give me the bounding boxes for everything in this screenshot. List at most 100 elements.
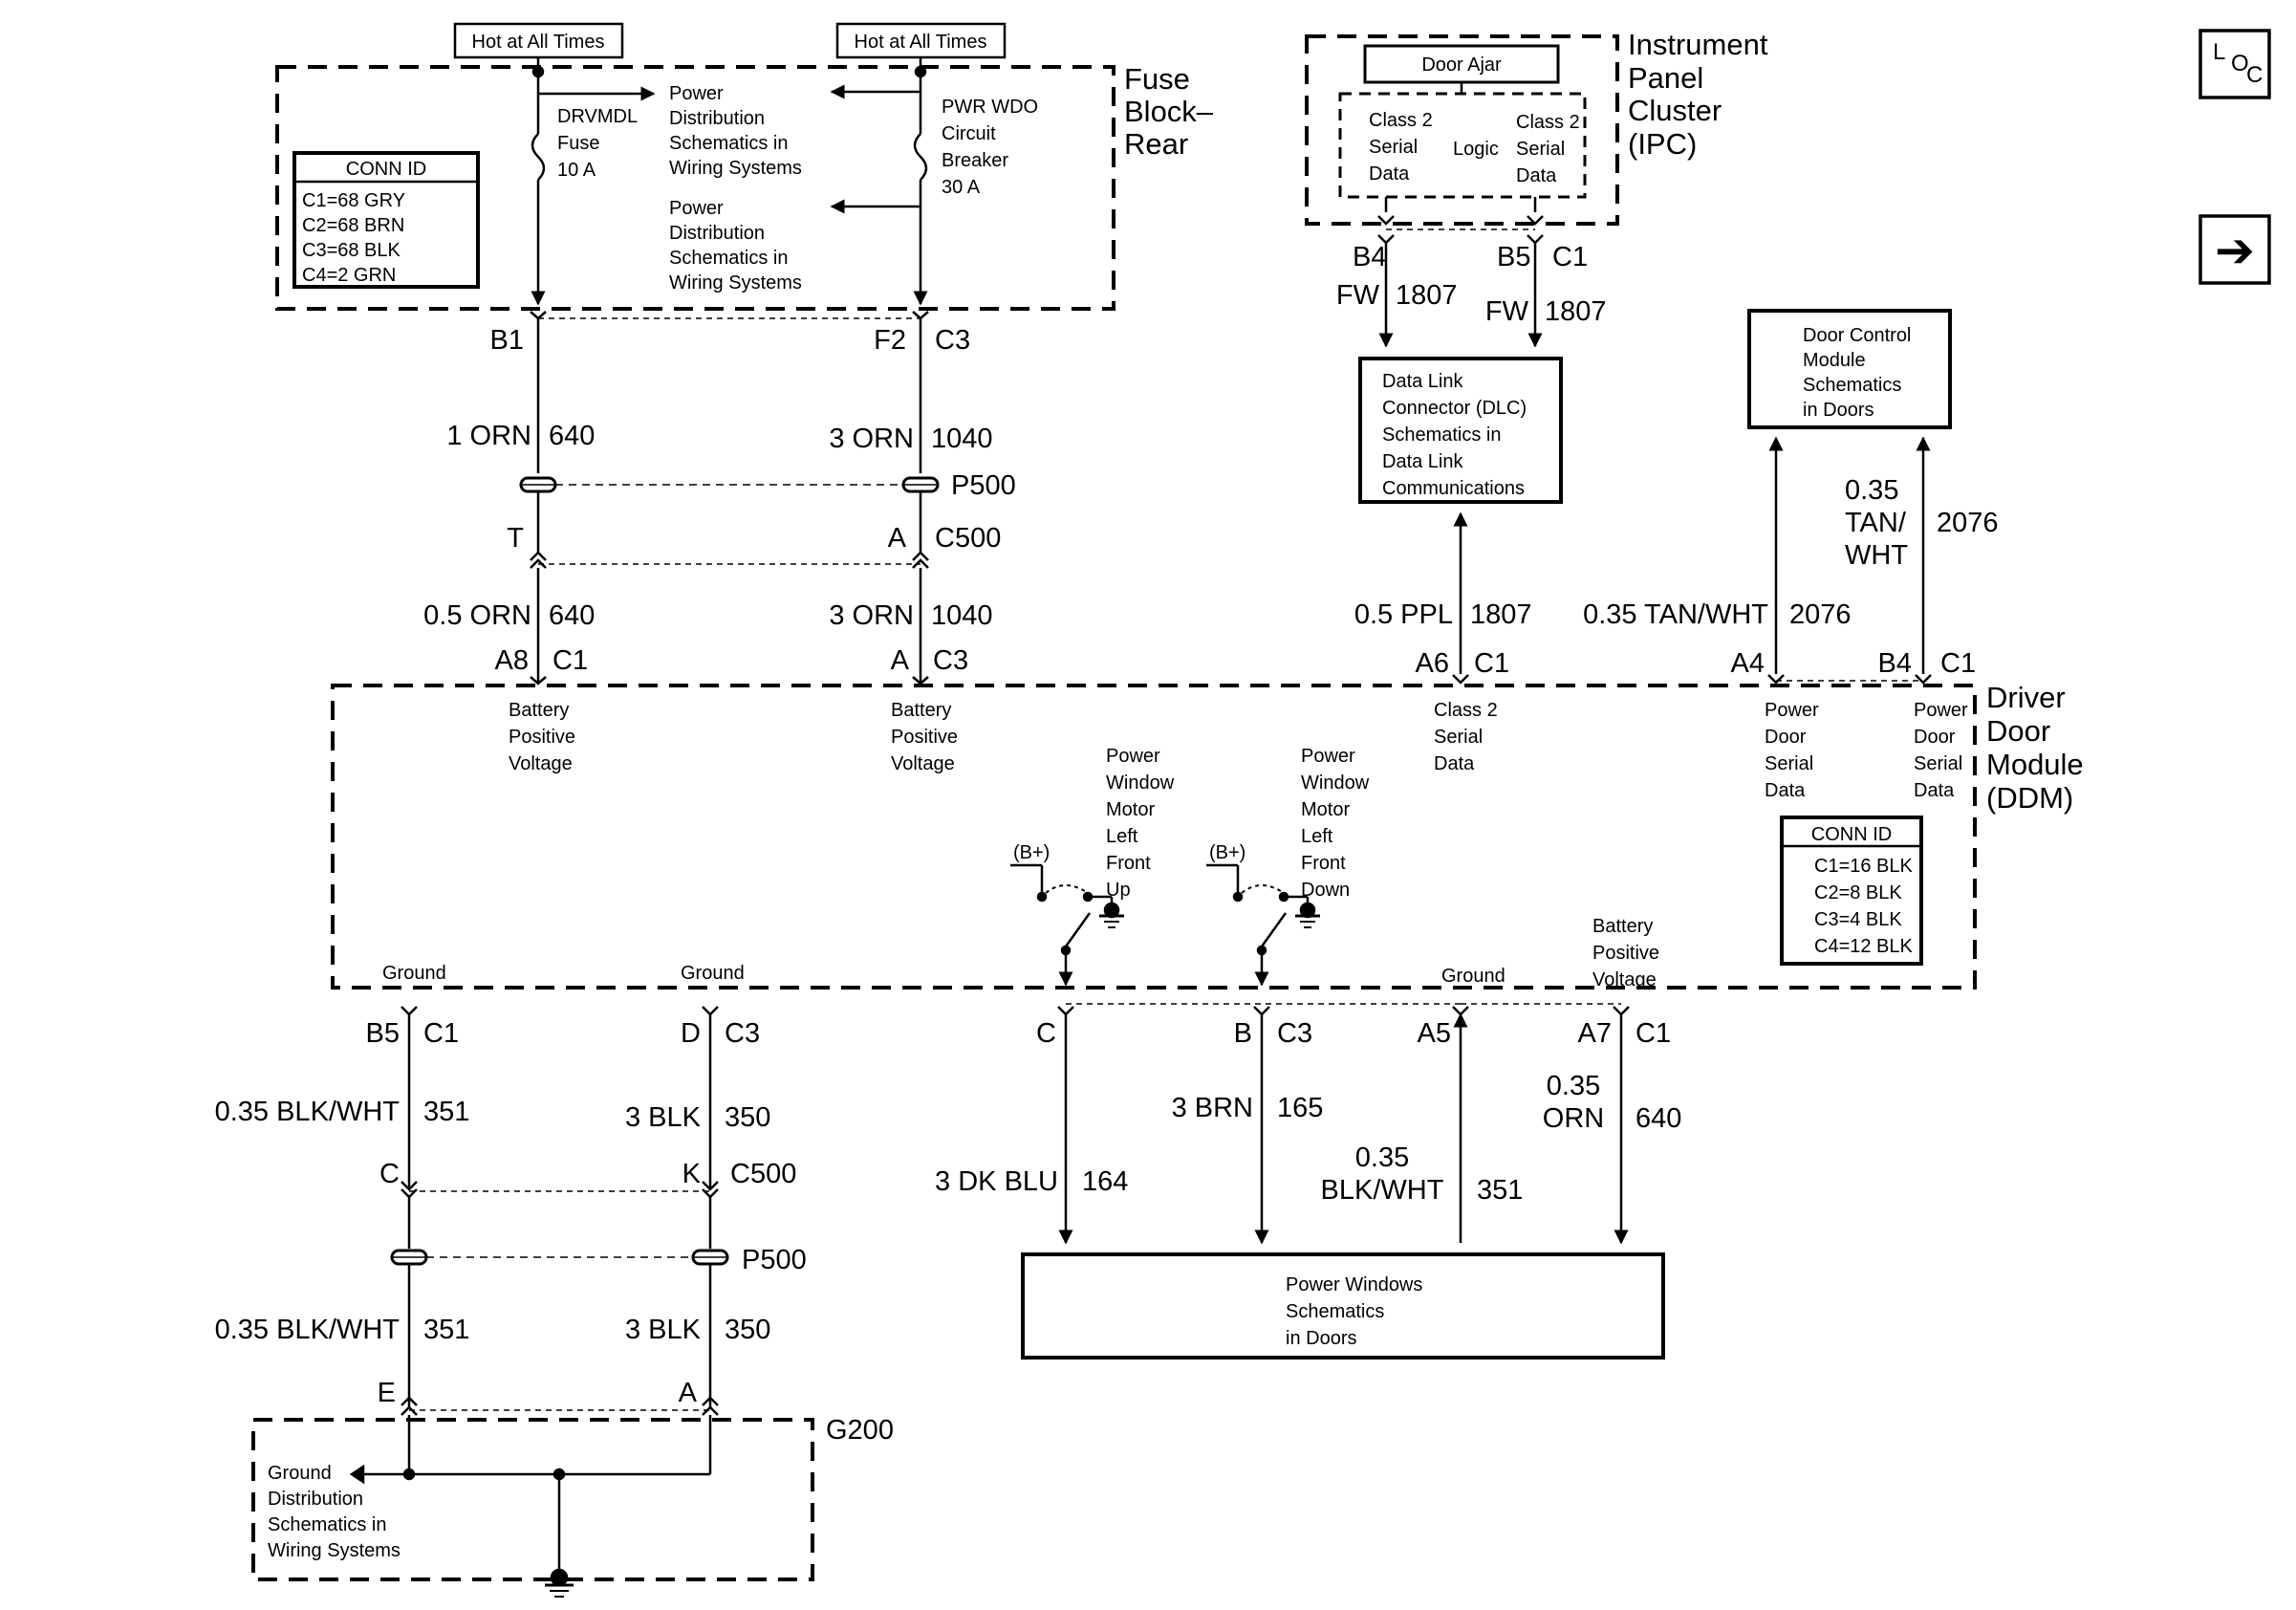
- wire-640-ddm-color: 0.35: [1547, 1071, 1600, 1101]
- dcm-label: Door Control: [1803, 325, 1911, 346]
- pin-b4-ddm: B4: [1878, 648, 1912, 679]
- fuse-block-name-2: Block–: [1124, 95, 1214, 128]
- ddm-name: (DDM): [1986, 781, 2073, 815]
- ipc-name: (IPC): [1628, 127, 1697, 161]
- wire-165-num: 165: [1277, 1093, 1323, 1123]
- pwm-down-label: Front: [1301, 853, 1346, 874]
- power-windows-label: Schematics: [1286, 1301, 1384, 1322]
- conn-id-fuse-box: [292, 151, 480, 289]
- pin-c-ddm: C: [1036, 1018, 1056, 1049]
- ddm-class2: Data: [1434, 753, 1475, 774]
- ground-dist-ref: Schematics in: [268, 1514, 387, 1535]
- pin-a-c3: A: [891, 645, 910, 676]
- pin-f2: F2: [874, 325, 906, 356]
- power-dist-ref-1: Schematics in: [669, 133, 789, 154]
- wire-351-bot-color: 0.35 BLK/WHT: [215, 1315, 401, 1345]
- pin-c3-fuse: C3: [935, 325, 970, 356]
- power-windows-label: Power Windows: [1286, 1274, 1422, 1295]
- ddm-pdsd-1: Serial: [1765, 753, 1813, 774]
- pin-a8: A8: [495, 645, 529, 676]
- pin-c3-d: C3: [725, 1018, 760, 1049]
- loc-button[interactable]: [2199, 29, 2271, 99]
- fuse-block-name-3: Rear: [1124, 127, 1188, 161]
- pin-c1-ipc: C1: [1552, 242, 1588, 272]
- wire-1040-mid-color: 3 ORN: [829, 600, 914, 631]
- ipc-serial-left: Data: [1369, 163, 1410, 185]
- power-windows-label: in Doors: [1286, 1328, 1356, 1349]
- wire-1040-top-num: 1040: [931, 424, 993, 454]
- ipc-name: Instrument: [1628, 28, 1768, 61]
- hot-right-label: Hot at All Times: [855, 32, 987, 53]
- conn-id-ddm-box: [1780, 816, 1923, 966]
- ipc-serial-right: Serial: [1516, 139, 1565, 160]
- power-dist-ref-2: Wiring Systems: [669, 272, 802, 294]
- ddm-name: Door: [1986, 714, 2050, 748]
- pin-a6: A6: [1416, 648, 1449, 679]
- dcm-box: [1747, 309, 1952, 429]
- pwm-down-label: Window: [1301, 772, 1370, 794]
- fuse-block-name-1: Fuse: [1124, 62, 1190, 96]
- power-dist-ref-1: Distribution: [669, 108, 765, 129]
- pin-b5-ddm: B5: [366, 1018, 400, 1049]
- conn-id-ddm-row: C1=16 BLK: [1814, 856, 1914, 877]
- ground-dist-ref: Distribution: [268, 1489, 363, 1510]
- pin-p500-bot: P500: [742, 1245, 807, 1275]
- pwm-up-label: Up: [1106, 880, 1131, 901]
- dcm-label: Module: [1803, 350, 1866, 371]
- pin-p500-top: P500: [951, 470, 1016, 501]
- wire-1040-mid-num: 1040: [931, 600, 993, 631]
- pin-c1-a7: C1: [1635, 1018, 1671, 1049]
- pin-t: T: [507, 523, 524, 554]
- bplus-up: (B+): [1013, 842, 1050, 863]
- pwr-wdo-label: Circuit: [942, 123, 996, 144]
- pwr-wdo-label: Breaker: [942, 150, 1008, 171]
- pin-a-c500: A: [888, 523, 907, 554]
- wire-1807-a-num: 1807: [1396, 280, 1458, 311]
- conn-id-ddm-row: C4=12 BLK: [1814, 936, 1914, 957]
- ipc-name: Panel: [1628, 61, 1703, 95]
- door-ajar-label: Door Ajar: [1421, 54, 1502, 76]
- wire-1807-a-color: FW: [1336, 280, 1380, 311]
- ddm-bpv-right: Battery: [1592, 916, 1653, 937]
- wire-640-ddm-color: ORN: [1543, 1103, 1604, 1134]
- power-dist-ref-1: Power: [669, 83, 724, 104]
- hot-left-label: Hot at All Times: [472, 32, 605, 53]
- wire-2076-b-color: TAN/: [1845, 508, 1907, 538]
- ipc-logic: Logic: [1453, 139, 1499, 160]
- ddm-bpv-right: Positive: [1592, 943, 1659, 964]
- pwm-up-label: Motor: [1106, 799, 1155, 820]
- wire-1807-c-num: 1807: [1470, 599, 1532, 630]
- dlc-label: Communications: [1382, 478, 1525, 499]
- ipc-serial-left: Serial: [1369, 137, 1418, 158]
- pwm-up-label: Window: [1106, 772, 1175, 794]
- power-dist-ref-2: Power: [669, 198, 724, 219]
- wire-1807-c-color: 0.5 PPL: [1354, 599, 1453, 630]
- bplus-down: (B+): [1209, 842, 1245, 863]
- wire-351-top-color: 0.35 BLK/WHT: [215, 1097, 401, 1127]
- power-windows-box: [1021, 1252, 1665, 1360]
- pin-a4: A4: [1731, 648, 1765, 679]
- fuse-symbol: [531, 133, 546, 181]
- next-button[interactable]: [2199, 214, 2271, 285]
- ddm-name: Module: [1986, 748, 2084, 781]
- wire-351-ddm-num: 351: [1477, 1175, 1523, 1206]
- ddm-class2: Class 2: [1434, 700, 1498, 721]
- conn-id-fuse-title: CONN ID: [346, 159, 426, 180]
- wire-351-ddm-color: BLK/WHT: [1321, 1175, 1444, 1206]
- pwr-wdo-label: PWR WDO: [942, 97, 1038, 118]
- conn-id-fuse-row: C1=68 GRY: [302, 190, 405, 211]
- ddm-bpv-mid: Voltage: [891, 753, 955, 774]
- wire-350-top-num: 350: [725, 1102, 770, 1133]
- dlc-label: Schematics in: [1382, 424, 1502, 446]
- pwm-down-label: Down: [1301, 880, 1350, 901]
- conn-id-fuse-row: C2=68 BRN: [302, 215, 404, 236]
- ddm-ground-2: Ground: [681, 963, 745, 984]
- ddm-pdsd-2: Serial: [1914, 753, 1962, 774]
- ddm-outline: [331, 684, 1977, 990]
- conn-id-ddm-row: C3=4 BLK: [1814, 909, 1902, 930]
- pin-c1-b5: C1: [423, 1018, 459, 1049]
- ddm-bpv-left: Positive: [509, 727, 575, 748]
- pin-c1-a8: C1: [552, 645, 588, 676]
- pin-c500-top: C500: [935, 523, 1001, 554]
